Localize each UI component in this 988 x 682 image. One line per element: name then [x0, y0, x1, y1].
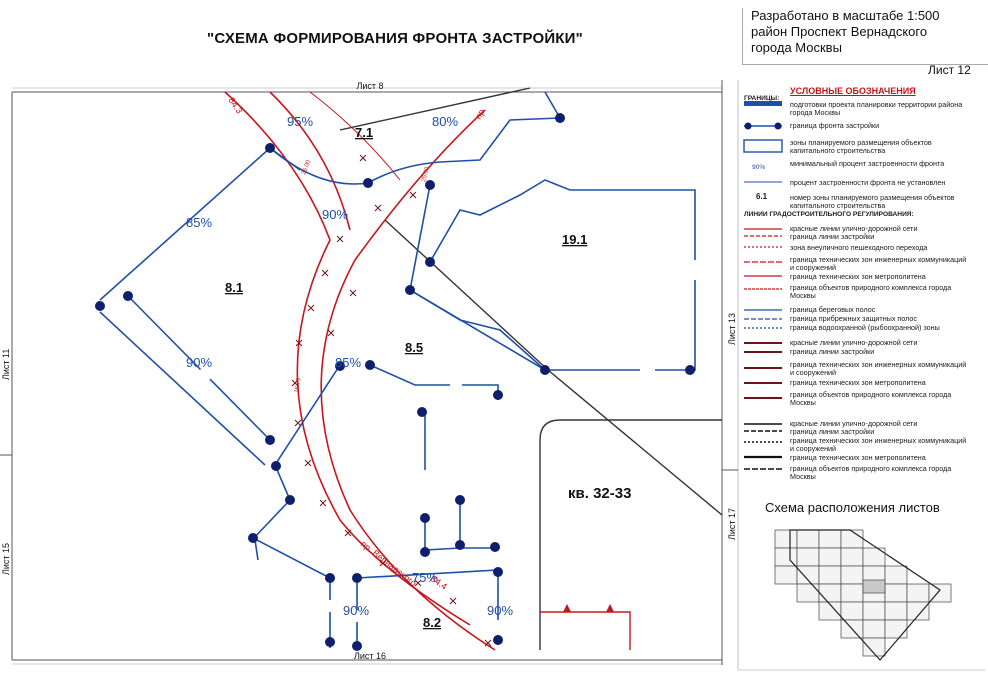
legend-item: граница прибрежных защитных полос [790, 314, 918, 323]
road-outlines [339, 87, 723, 650]
scale-line-3: города Москвы [751, 40, 842, 55]
percent-label: 90% [322, 207, 348, 222]
legend-item: граница водоохранной (рыбоохранной) зоны [790, 323, 940, 332]
legend-item: зона внеуличного пешеходного перехода [790, 243, 928, 252]
red-cross-markers [291, 154, 492, 647]
sheet-frame [0, 80, 985, 671]
front-boundaries [99, 91, 696, 648]
legend-item: граница береговых полос [790, 305, 876, 314]
minimap-boundary [789, 529, 941, 661]
front-dash-gaps [158, 184, 697, 622]
scale-info: Разработано в масштабе 1:500 район Просп… [742, 8, 988, 65]
legend-item: процент застроенности фронта не установл… [790, 178, 946, 187]
zone-number: 19.1 [562, 232, 587, 247]
percent-label: 80% [432, 114, 458, 129]
legend-item: граница линии застройки [790, 232, 875, 241]
percent-label: 95% [287, 114, 313, 129]
percent-label: 85% [186, 215, 212, 230]
legend-item: граница линии застройки [790, 427, 875, 436]
percent-label: 75% [412, 570, 438, 585]
legend-group-boundaries: ГРАНИЦЫ: [744, 95, 780, 102]
percent-label: 90% [343, 603, 369, 618]
red-line-number: 84.4 [429, 573, 449, 591]
legend-item: граница технических зон метрополитена [790, 378, 926, 387]
sheet-label-top: Лист 8 [356, 81, 383, 91]
percent-label: 90% [487, 603, 513, 618]
legend-item: граница технических зон инженерных комму… [790, 255, 967, 272]
legend-item: красные линии улично-дорожной сети [790, 419, 918, 428]
legend-item: граница объектов природного комплекса го… [790, 283, 952, 300]
scale-line-1: Разработано в масштабе 1:500 [751, 8, 940, 23]
legend-item: граница фронта застройки [790, 121, 880, 130]
legend-item: граница технических зон метрополитена [790, 272, 926, 281]
block-label: кв. 32-33 [568, 485, 631, 502]
red-triangle-markers [563, 604, 614, 612]
sheet-label-right-lower: Лист 17 [727, 508, 737, 540]
legend-item: граница линии застройки [790, 347, 875, 356]
sheet-layout-minimap [774, 529, 952, 657]
legend-group-regulation: ЛИНИИ ГРАДОСТРОИТЕЛЬНОГО РЕГУЛИРОВАНИЯ: [744, 211, 914, 218]
zone-number: 8.5 [405, 340, 423, 355]
map-title: "СХЕМА ФОРМИРОВАНИЯ ФРОНТА ЗАСТРОЙКИ" [207, 30, 583, 47]
sheet-label-right-upper: Лист 13 [727, 313, 737, 345]
dimension-label: 25.00 [301, 159, 312, 176]
legend-item: граница технических зон инженерных комму… [790, 360, 967, 377]
sheet-label-bottom: Лист 16 [354, 651, 386, 661]
sheet-label-left-upper: Лист 11 [1, 349, 11, 380]
legend-item: подготовки проекта планировки территории… [790, 100, 963, 117]
legend-item: зоны планируемого размещения объектов ка… [790, 138, 932, 155]
front-nodes [95, 113, 695, 651]
legend-item: граница объектов природного комплекса го… [790, 390, 952, 407]
legend-item: граница технических зон метрополитена [790, 453, 926, 462]
zone-number: 7.1 [355, 125, 373, 140]
legend-item: граница технических зон инженерных комму… [790, 436, 967, 453]
red-line-number: 84.3 [226, 95, 244, 115]
sheet-number: Лист 12 [928, 63, 971, 77]
zone-number: 8.2 [423, 615, 441, 630]
sheet-label-left-lower: Лист 15 [1, 543, 11, 575]
legend-item: граница объектов природного комплекса го… [790, 464, 952, 481]
legend-item: минимальный процент застроенности фронта [790, 159, 945, 168]
dimension-label: 16.75 [294, 377, 303, 393]
street-label: пр. Вернадского [359, 539, 419, 589]
red-lines [224, 91, 631, 651]
legend-title: УСЛОВНЫЕ ОБОЗНАЧЕНИЯ [790, 86, 916, 96]
legend-symbols [743, 101, 783, 470]
legend-sample-percent: 90% [752, 164, 766, 171]
percent-label: 85% [335, 355, 361, 370]
legend-item: красные линии улично-дорожной сети [790, 224, 918, 233]
zone-number: 8.1 [225, 280, 243, 295]
legend-sample-zone: 6.1 [756, 192, 768, 201]
scale-line-2: район Проспект Вернадского [751, 24, 928, 39]
legend-item: номер зоны планируемого размещения объек… [790, 193, 955, 210]
sheets-scheme-title: Схема расположения листов [765, 500, 940, 515]
legend-item: красные линии улично-дорожной сети [790, 338, 918, 347]
dimension-label: 25.00 [421, 166, 431, 183]
percent-label: 90% [186, 355, 212, 370]
